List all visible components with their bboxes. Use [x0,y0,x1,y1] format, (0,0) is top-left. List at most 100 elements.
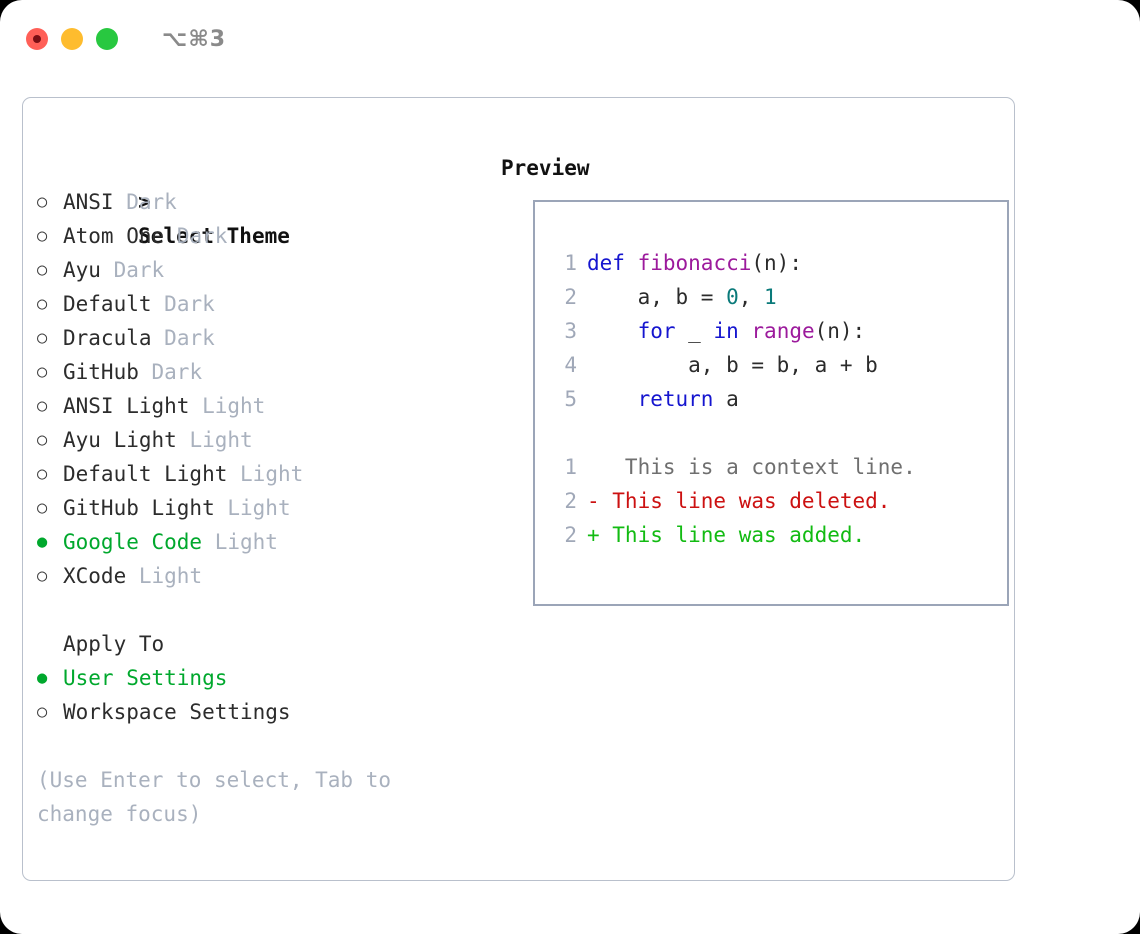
diff-line: 2+ This line was added. [549,518,1007,552]
code-token [587,319,638,343]
theme-option-name: Atom One [63,224,165,248]
diff-line-text: This is a context line. [587,455,916,479]
code-line: 2 a, b = 0, 1 [549,280,1007,314]
apply-to-option-workspace-settings[interactable]: ○ Workspace Settings [37,695,492,729]
code-token: for [637,319,676,343]
theme-option-default-light[interactable]: ○Default Light Light [37,457,492,491]
select-theme-title: Select Theme [138,224,290,248]
theme-option-github-light[interactable]: ○ GitHub Light Light [37,491,492,525]
code-token: return [637,387,714,411]
theme-option-dracula[interactable]: ○ Dracula Dark [37,321,492,355]
code-line-number: 1 [564,251,577,275]
theme-option-variant: Dark [164,326,215,350]
theme-option-name: Ayu [63,258,101,282]
code-token: (n): [814,319,866,343]
radio-unselected-icon: ○ [37,702,48,722]
theme-option-name: XCode [63,564,127,588]
theme-option-name: ANSI Light [63,394,190,418]
theme-option-name: Ayu Light [63,428,177,452]
code-token: (n): [751,251,802,275]
radio-unselected-icon: ○ [37,362,48,382]
prompt-caret-icon: > [138,190,151,214]
theme-list: ○ANSI Dark○Atom One Dark○Ayu Dark○Defaul… [37,185,492,593]
radio-unselected-icon: ○ [37,226,48,246]
radio-unselected-icon: ○ [37,328,48,348]
diff-line: 2- This line was deleted. [549,484,1007,518]
apply-to-list: ● User Settings ○ Workspace Settings [37,661,492,729]
minimize-window-button[interactable] [61,28,83,50]
code-token: _ [675,319,714,343]
theme-option-default[interactable]: ○Default Dark [37,287,492,321]
code-line-number: 4 [564,353,577,377]
code-token: 0 [726,285,739,309]
code-token: in [713,319,739,343]
diff-sample-block: 1 This is a context line.2- This line wa… [549,450,1007,552]
theme-option-ayu-light[interactable]: ○ Ayu Light Light [37,423,492,457]
theme-option-name: Default Light [63,462,228,486]
theme-option-variant: Dark [164,292,215,316]
code-line-number: 2 [564,285,577,309]
theme-option-variant: Dark [126,190,177,214]
code-line-number: 5 [564,387,577,411]
select-theme-header: > Select Theme [37,151,492,248]
code-token [739,319,752,343]
theme-option-variant: Dark [151,360,203,384]
maximize-window-button[interactable] [96,28,118,50]
code-token [625,251,638,275]
list-spacer [37,593,492,627]
diff-line: 1 This is a context line. [549,450,1007,484]
diff-line-text: - This line was deleted. [587,489,891,513]
code-token [587,387,638,411]
theme-option-variant: Dark [176,224,228,248]
theme-option-variant: Light [214,530,278,554]
theme-option-variant: Light [189,428,253,452]
theme-option-variant: Light [227,496,291,520]
theme-option-name: ANSI [63,190,114,214]
apply-to-option-user-settings[interactable]: ● User Settings [37,661,492,695]
preview-header: Preview [501,156,590,180]
code-token: a [713,387,739,411]
theme-option-ayu[interactable]: ○ Ayu Dark [37,253,492,287]
radio-unselected-icon: ○ [37,260,48,280]
title-bar: ⌥⌘3 [0,0,1140,78]
apply-to-option-label: Workspace Settings [63,700,291,724]
code-token: def [587,251,625,275]
code-line: 5 return a [549,382,1007,416]
theme-option-xcode[interactable]: ○XCode Light [37,559,492,593]
theme-option-ansi[interactable]: ○ ANSI Dark [37,185,492,219]
theme-selector-column: > Select Theme ○ANSI Dark○Atom One Dark○… [37,151,492,831]
code-line-number: 3 [564,319,577,343]
theme-option-google-code[interactable]: ●Google Code Light [37,525,492,559]
theme-option-variant: Light [240,462,304,486]
radio-unselected-icon: ○ [37,396,48,416]
radio-unselected-icon: ○ [37,498,48,518]
diff-line-number: 1 [564,455,577,479]
theme-option-name: Dracula [63,326,152,350]
theme-option-atom-one[interactable]: ○ Atom One Dark [37,219,492,253]
radio-unselected-icon: ○ [37,430,48,450]
code-token: range [751,319,815,343]
code-token: , [738,285,765,309]
code-line: 4 a, b = b, a + b [549,348,1007,382]
diff-line-text: + This line was added. [587,523,866,547]
keyboard-hint-text: (Use Enter to select, Tab to change focu… [37,768,392,826]
radio-unselected-icon: ○ [37,294,48,314]
theme-option-variant: Dark [113,258,165,282]
radio-selected-icon: ● [37,532,48,552]
code-token: a, b = [587,285,727,309]
radio-selected-icon: ● [37,668,48,688]
theme-option-ansi-light[interactable]: ○ANSI Light Light [37,389,492,423]
theme-option-github[interactable]: ○GitHub Dark [37,355,492,389]
close-window-button[interactable] [26,28,48,50]
code-token: a, b = b, a + b [587,353,878,377]
radio-unselected-icon: ○ [37,192,48,212]
apply-to-option-label: User Settings [63,666,228,690]
theme-option-name: GitHub Light [63,496,215,520]
traffic-light-controls [26,28,118,50]
